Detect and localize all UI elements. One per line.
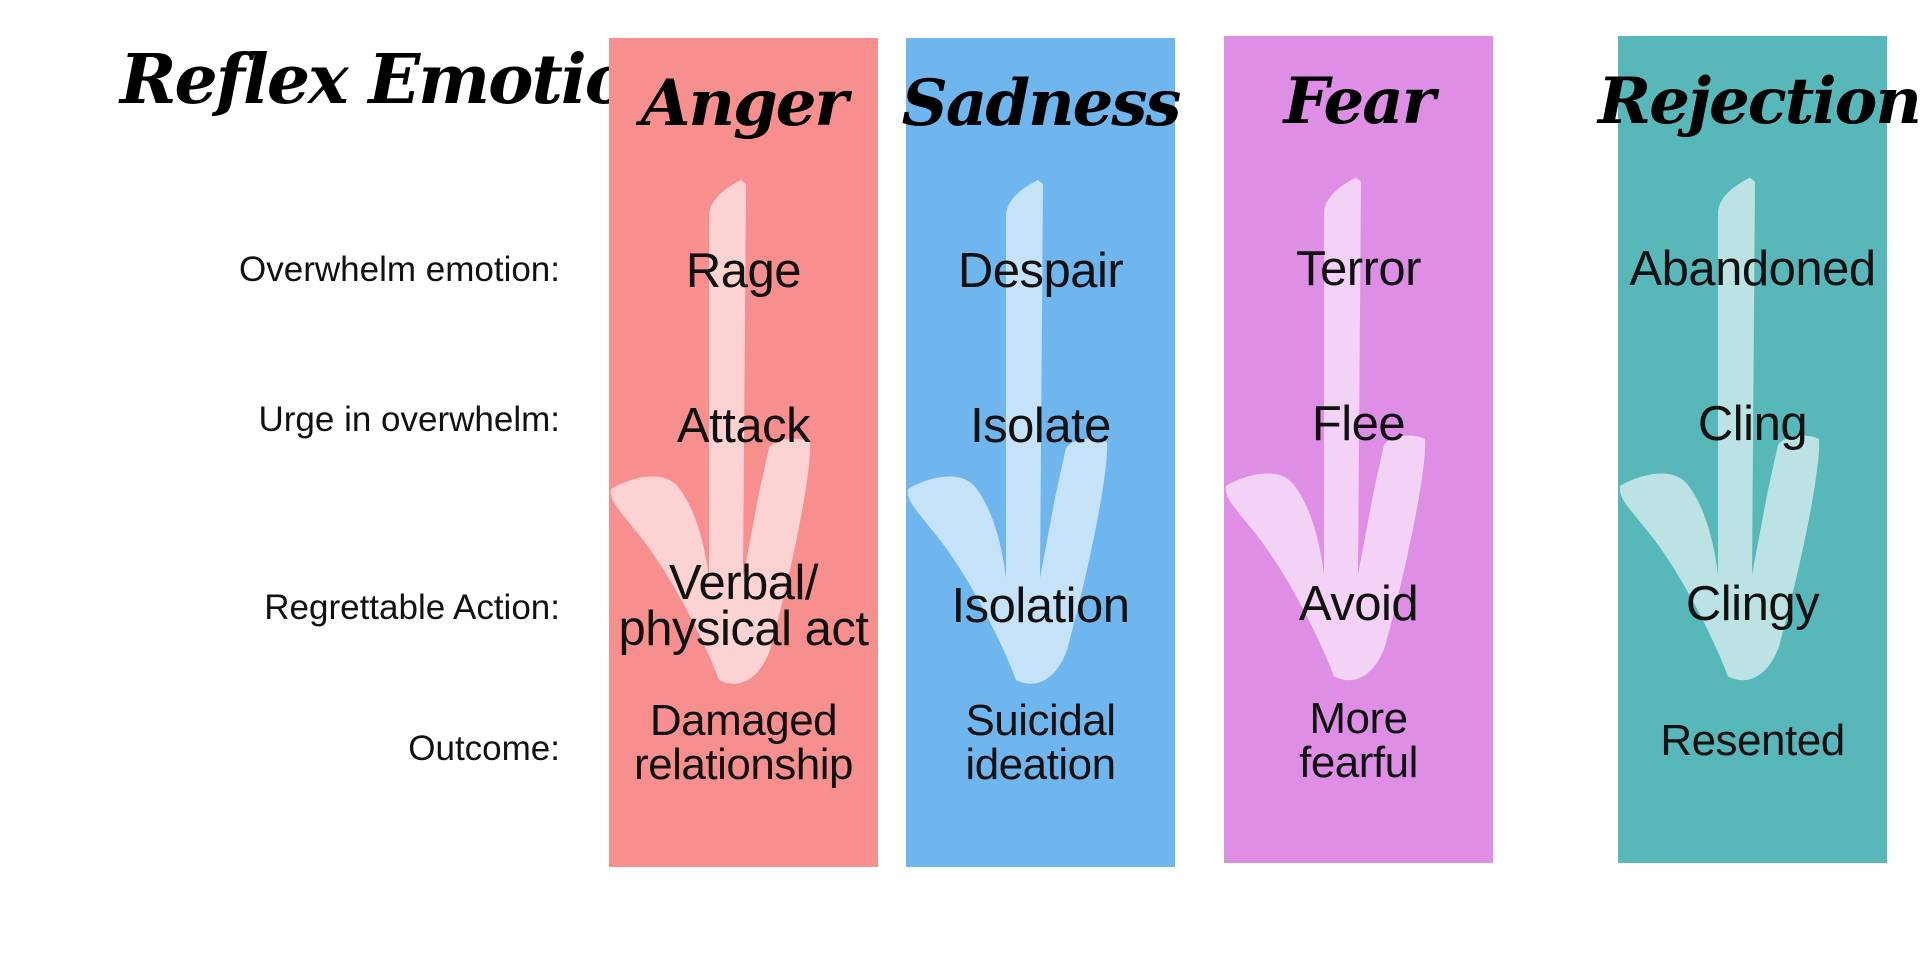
action-value: Clingy — [1685, 577, 1820, 631]
row-label-action: Regrettable Action: — [264, 588, 560, 627]
reflex-emotion-heading: Reflex Emotion: — [120, 40, 701, 120]
urge-value: Cling — [1697, 397, 1808, 451]
urge-value: Attack — [676, 399, 811, 453]
down-arrow-icon — [906, 38, 1175, 867]
arrow-shape — [1619, 177, 1820, 681]
emotion-title: Anger — [640, 66, 848, 141]
action-value: Avoid — [1298, 577, 1419, 631]
arrow-shape — [907, 180, 1108, 684]
down-arrow-icon — [609, 38, 878, 867]
overwhelm-value: Rage — [685, 244, 802, 298]
down-arrow-icon — [1618, 36, 1887, 863]
urge-value: Flee — [1311, 397, 1406, 451]
action-value: Verbal/physical act — [618, 556, 869, 656]
urge-value: Isolate — [970, 399, 1111, 453]
row-label-urge: Urge in overwhelm: — [258, 400, 561, 439]
emotion-title: Fear — [1283, 64, 1436, 139]
overwhelm-value: Despair — [957, 244, 1124, 298]
row-label-overwhelm: Overwhelm emotion: — [239, 250, 560, 289]
emotion-title: Sadness — [901, 66, 1182, 141]
action-value: Isolation — [951, 579, 1130, 633]
overwhelm-value: Abandoned — [1629, 242, 1876, 296]
arrow-shape — [610, 180, 811, 684]
down-arrow-icon — [1224, 36, 1493, 863]
overwhelm-value: Terror — [1296, 242, 1421, 296]
row-label-outcome: Outcome: — [408, 729, 560, 768]
emotion-title: Rejection — [1598, 64, 1920, 139]
arrow-shape — [1225, 177, 1426, 681]
outcome-value: Resented — [1660, 716, 1845, 765]
